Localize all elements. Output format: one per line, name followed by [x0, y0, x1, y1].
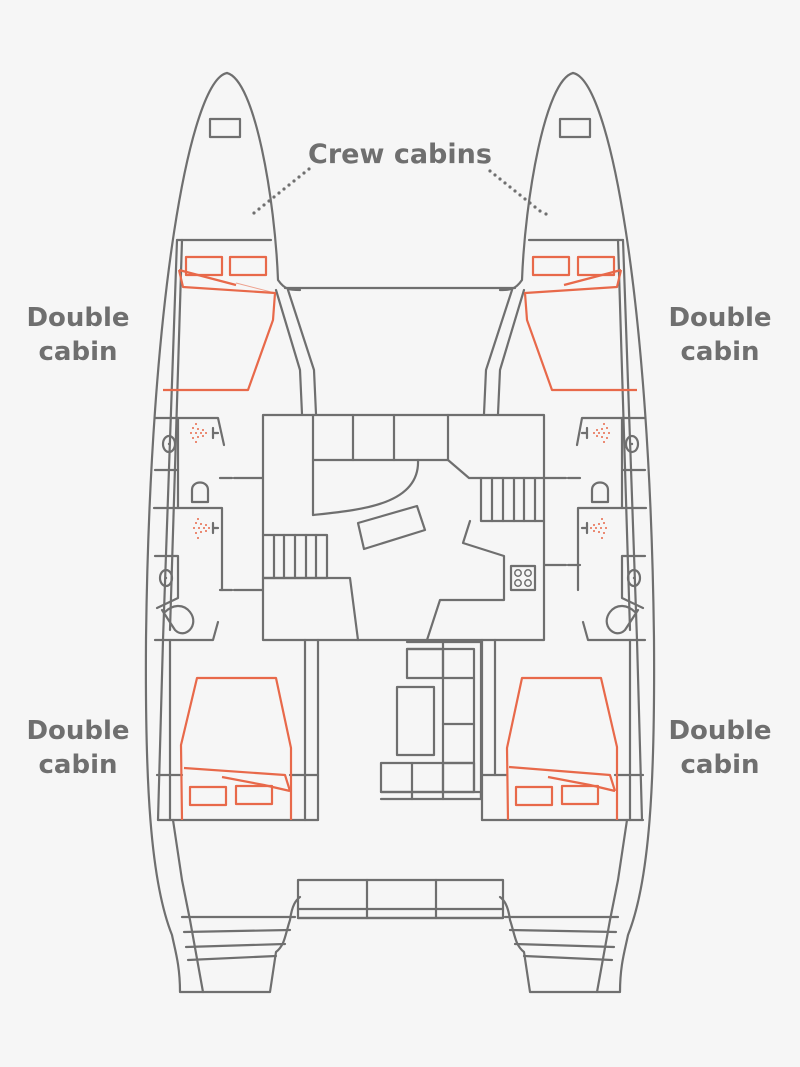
aft-bench — [296, 878, 505, 920]
label-line: cabin — [680, 337, 760, 367]
shower-icon — [593, 423, 610, 443]
left-transom-steps — [180, 915, 297, 962]
double-cabin-label-top-left: Double cabin — [18, 301, 138, 369]
right-transom-steps — [503, 915, 620, 962]
double-cabin-top-left — [163, 255, 277, 392]
label-line: Double — [668, 303, 772, 333]
crew-cabins-label: Crew cabins — [308, 139, 492, 170]
right-heads — [543, 416, 648, 642]
shower-icon — [190, 423, 207, 443]
label-line: Double — [26, 716, 130, 746]
double-cabin-bottom-left — [155, 676, 320, 822]
shower-icon — [590, 518, 607, 539]
label-line: cabin — [680, 750, 760, 780]
saloon — [261, 413, 546, 642]
crew-cabins-leader-left — [252, 167, 311, 215]
cooktop-icon — [509, 564, 537, 592]
shower-icon — [193, 518, 210, 539]
label-line: cabin — [38, 337, 118, 367]
cockpit-seating — [379, 640, 483, 801]
double-cabin-bottom-right — [480, 676, 645, 822]
double-cabin-label-top-right: Double cabin — [660, 301, 780, 369]
double-cabin-label-bottom-right: Double cabin — [660, 714, 780, 782]
double-cabin-top-right — [523, 255, 637, 392]
label-line: Double — [26, 303, 130, 333]
label-line: Double — [668, 716, 772, 746]
label-line: cabin — [38, 750, 118, 780]
left-heads — [152, 416, 264, 642]
crew-cabins-leader-right — [488, 169, 548, 216]
double-cabin-label-bottom-left: Double cabin — [18, 714, 138, 782]
